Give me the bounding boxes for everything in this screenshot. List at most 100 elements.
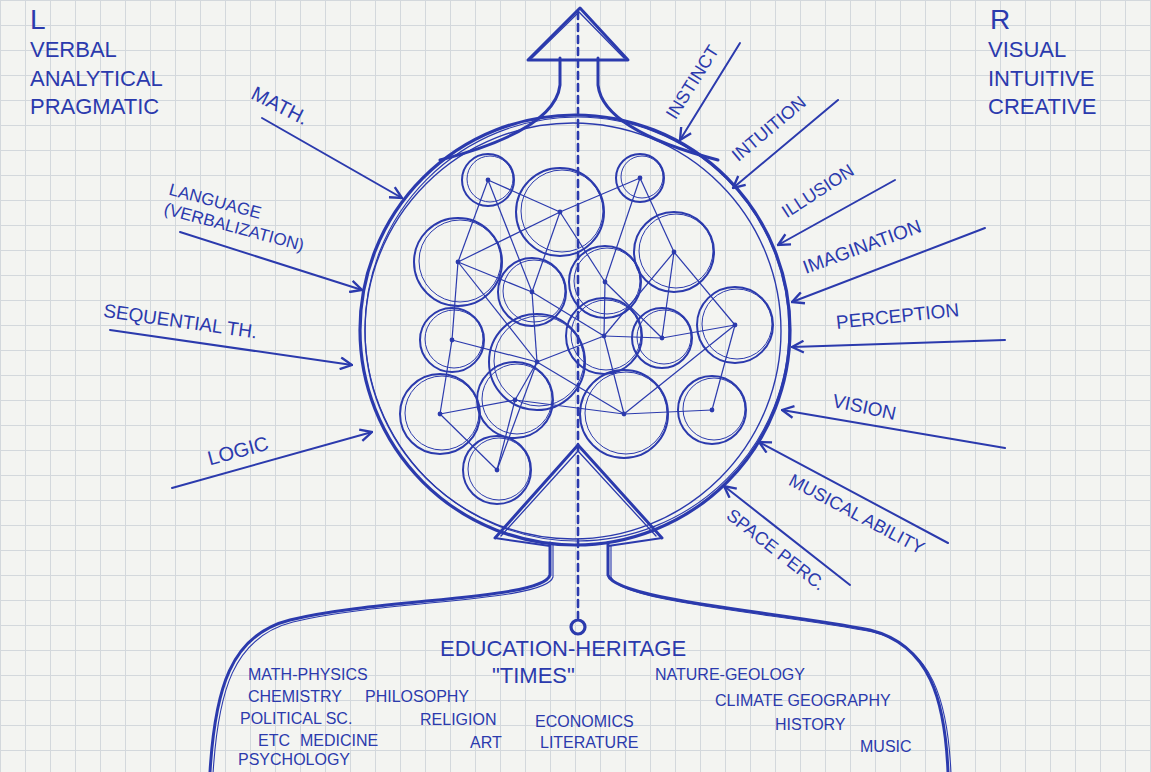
faculty-label: PERCEPTION bbox=[835, 299, 960, 334]
subject-text: CHEMISTRY bbox=[248, 688, 342, 706]
neuron-dot bbox=[535, 360, 540, 365]
neuron-dot bbox=[530, 290, 535, 295]
faculty-label: INTUITION bbox=[728, 92, 810, 166]
subject-text: NATURE-GEOLOGY bbox=[655, 666, 805, 684]
neuron-cell bbox=[400, 374, 480, 454]
neuron-cell bbox=[702, 289, 772, 359]
stem-curve bbox=[440, 58, 560, 160]
neuron-dot bbox=[450, 338, 455, 343]
faculty-label: LOGIC bbox=[205, 432, 271, 470]
subject-text: MEDICINE bbox=[300, 732, 378, 750]
neuron-link bbox=[537, 336, 604, 362]
neuron-cell bbox=[419, 220, 501, 302]
neuron-cell bbox=[425, 310, 483, 368]
neuron-dot bbox=[513, 398, 518, 403]
neck-join bbox=[495, 538, 550, 546]
neuron-cell bbox=[414, 218, 502, 306]
neuron-cell bbox=[468, 438, 530, 500]
v-shape bbox=[501, 451, 656, 536]
neuron-cell bbox=[580, 370, 668, 458]
faculty-label: LANGUAGE (VERBALIZATION) bbox=[161, 180, 350, 267]
neuron-dot bbox=[660, 336, 665, 341]
subject-text: ETC bbox=[258, 732, 290, 750]
neuron-network bbox=[400, 154, 773, 504]
neuron-cell bbox=[585, 372, 667, 454]
brain-outline bbox=[360, 115, 790, 545]
faculty-label: MUSICAL ABILITY bbox=[785, 470, 927, 559]
midline-dot bbox=[571, 620, 585, 634]
neuron-cell bbox=[639, 214, 713, 288]
neuron-cell bbox=[634, 212, 714, 292]
neuron-dot bbox=[672, 250, 677, 255]
hemisphere-letter: L bbox=[30, 4, 46, 36]
torso-shape: EDUCATION-HERITAGE MATH-PHYSICS "TIMES" NAT… bbox=[200, 540, 960, 772]
subject-text: ECONOMICS bbox=[535, 713, 634, 731]
neuron-cell bbox=[678, 376, 746, 444]
faculty-label: IMAGINATION bbox=[800, 216, 924, 279]
neuron-cell bbox=[516, 168, 604, 256]
neuron-dot bbox=[638, 176, 643, 181]
leader-arrow bbox=[172, 432, 372, 488]
neuron-dot bbox=[456, 260, 461, 265]
neuron-cell bbox=[498, 258, 566, 326]
faculty-label: ILLUSION bbox=[778, 160, 858, 222]
subject-text: MUSIC bbox=[860, 738, 912, 756]
neuron-dot bbox=[495, 468, 500, 473]
faculty-label: SPACE PERC. bbox=[722, 505, 829, 595]
faculty-label: MATH. bbox=[248, 82, 313, 130]
neuron-cell bbox=[697, 287, 773, 363]
hemisphere-traits: VERBAL ANALYTICAL PRAGMATIC bbox=[30, 36, 230, 122]
subject-text: HISTORY bbox=[775, 716, 846, 734]
neuron-link bbox=[532, 292, 537, 362]
neuron-cell bbox=[405, 376, 479, 450]
neuron-cell bbox=[489, 314, 585, 410]
faculty-label: SEQUENTIAL TH. bbox=[102, 300, 259, 343]
subject-text: PHILOSOPHY bbox=[365, 688, 469, 706]
neuron-dot bbox=[622, 412, 627, 417]
neuron-link bbox=[458, 212, 560, 262]
neuron-dot bbox=[602, 334, 607, 339]
neuron-cell bbox=[467, 156, 513, 202]
neuron-cell bbox=[494, 316, 584, 406]
neuron-dot bbox=[486, 178, 491, 183]
neuron-cell bbox=[521, 170, 603, 252]
neuron-cell bbox=[571, 300, 641, 370]
neuron-dot bbox=[733, 323, 738, 328]
heading-text: EDUCATION-HERITAGE bbox=[440, 636, 686, 661]
neuron-link bbox=[712, 325, 735, 410]
neuron-cell bbox=[621, 156, 663, 198]
subject-text: MATH-PHYSICS bbox=[248, 666, 368, 684]
subject-text: "TIMES" bbox=[492, 663, 575, 688]
neuron-cell bbox=[637, 310, 691, 364]
neuron-cell bbox=[566, 298, 642, 374]
neuron-dot bbox=[710, 408, 715, 413]
neuron-link bbox=[604, 282, 605, 336]
hemisphere-letter: R bbox=[990, 4, 1010, 36]
neck-join bbox=[608, 538, 662, 546]
subject-text: ART bbox=[470, 734, 502, 752]
neuron-cell bbox=[462, 154, 514, 206]
neuron-cell bbox=[683, 378, 745, 440]
leader-arrow bbox=[262, 118, 402, 198]
hemisphere-traits: VISUAL INTUITIVE CREATIVE bbox=[988, 36, 1146, 122]
subject-text: LITERATURE bbox=[540, 734, 638, 752]
neuron-cell bbox=[574, 248, 640, 314]
neuron-cell bbox=[463, 436, 531, 504]
leader-arrow bbox=[792, 340, 1005, 347]
subject-text: POLITICAL SC. bbox=[240, 710, 352, 728]
neuron-dot bbox=[438, 412, 443, 417]
subject-text: PSYCHOLOGY bbox=[238, 751, 350, 769]
neuron-dot bbox=[558, 210, 563, 215]
neuron-cell bbox=[420, 308, 484, 372]
brain-outline bbox=[365, 123, 781, 539]
neuron-dot bbox=[603, 280, 608, 285]
neuron-cell bbox=[482, 364, 552, 434]
neuron-link bbox=[497, 362, 537, 470]
subject-text: RELIGION bbox=[420, 711, 496, 729]
leader-arrow bbox=[759, 442, 948, 543]
neuron-cell bbox=[616, 154, 664, 202]
subject-text: CLIMATE GEOGRAPHY bbox=[715, 692, 891, 710]
neuron-link bbox=[515, 400, 624, 414]
faculty-label: INSTINCT bbox=[662, 42, 724, 123]
